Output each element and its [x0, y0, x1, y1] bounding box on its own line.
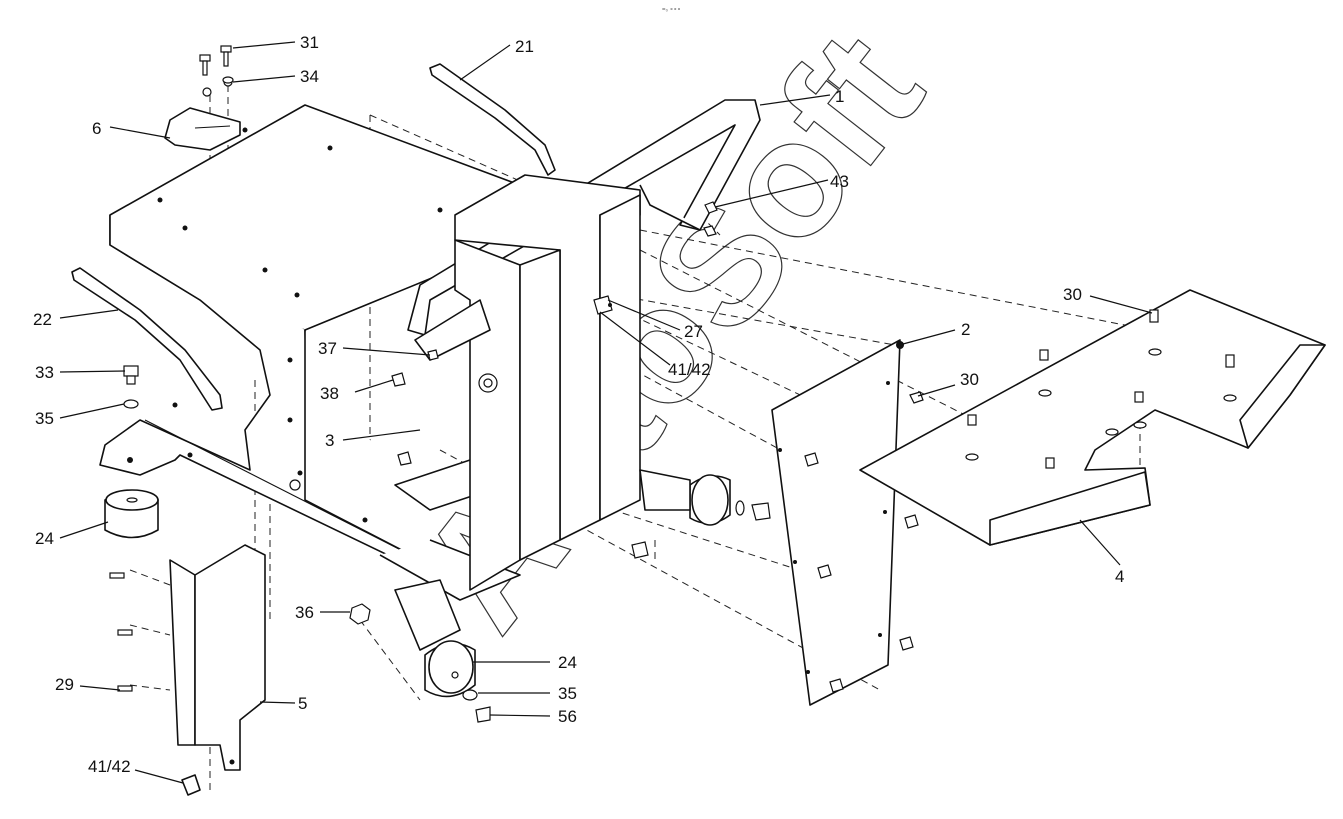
- handle-bar: [407, 99, 761, 336]
- clip-bottom: [181, 774, 201, 796]
- washer-35-left: [123, 399, 139, 409]
- callout-35-left: 35: [35, 409, 54, 428]
- left-fender: [71, 267, 223, 411]
- callout-5: 5: [298, 694, 307, 713]
- callout-35-right: 35: [558, 684, 577, 703]
- foot-pad-left: [104, 489, 159, 539]
- rear-panel: [771, 339, 924, 706]
- callout-38: 38: [320, 384, 339, 403]
- callout-4: 4: [1115, 567, 1124, 586]
- upright-column: [414, 174, 641, 591]
- callout-30-panel: 30: [960, 370, 979, 389]
- cover-plate: [109, 544, 266, 771]
- leader-lines: [59, 41, 1153, 784]
- header-mark: =₀ ∘∘∘: [662, 7, 681, 13]
- bracket: [164, 77, 241, 151]
- callout-2: 2: [961, 320, 970, 339]
- nut-36: [349, 603, 371, 625]
- callout-30-tray: 30: [1063, 285, 1082, 304]
- callout-41-42-upper: 41/42: [668, 360, 711, 379]
- callout-6: 6: [92, 119, 101, 138]
- callout-24-left: 24: [35, 529, 54, 548]
- callout-24-right: 24: [558, 653, 577, 672]
- bolt-33: [123, 365, 139, 377]
- bolts-top: [199, 45, 234, 84]
- callout-labels: 31 34 21 1 6 43 30 2 22 27 41/42 37 33 3…: [33, 33, 1124, 776]
- callout-3: 3: [325, 431, 334, 450]
- callout-36: 36: [295, 603, 314, 622]
- callout-1: 1: [835, 87, 844, 106]
- rear-foot-pad: [631, 469, 771, 559]
- callout-22: 22: [33, 310, 52, 329]
- foot-pad-right: [394, 579, 491, 723]
- callout-43: 43: [830, 172, 849, 191]
- callout-31: 31: [300, 33, 319, 52]
- callout-41-42-lower: 41/42: [88, 757, 131, 776]
- callout-21: 21: [515, 37, 534, 56]
- small-fasteners: [391, 201, 718, 466]
- callout-29: 29: [55, 675, 74, 694]
- callout-34: 34: [300, 67, 319, 86]
- callout-33: 33: [35, 363, 54, 382]
- callout-56: 56: [558, 707, 577, 726]
- right-fender: [429, 63, 556, 176]
- callout-37: 37: [318, 339, 337, 358]
- bolt-33-shank: [126, 375, 136, 385]
- tray-plate: [859, 289, 1326, 546]
- callout-27: 27: [684, 322, 703, 341]
